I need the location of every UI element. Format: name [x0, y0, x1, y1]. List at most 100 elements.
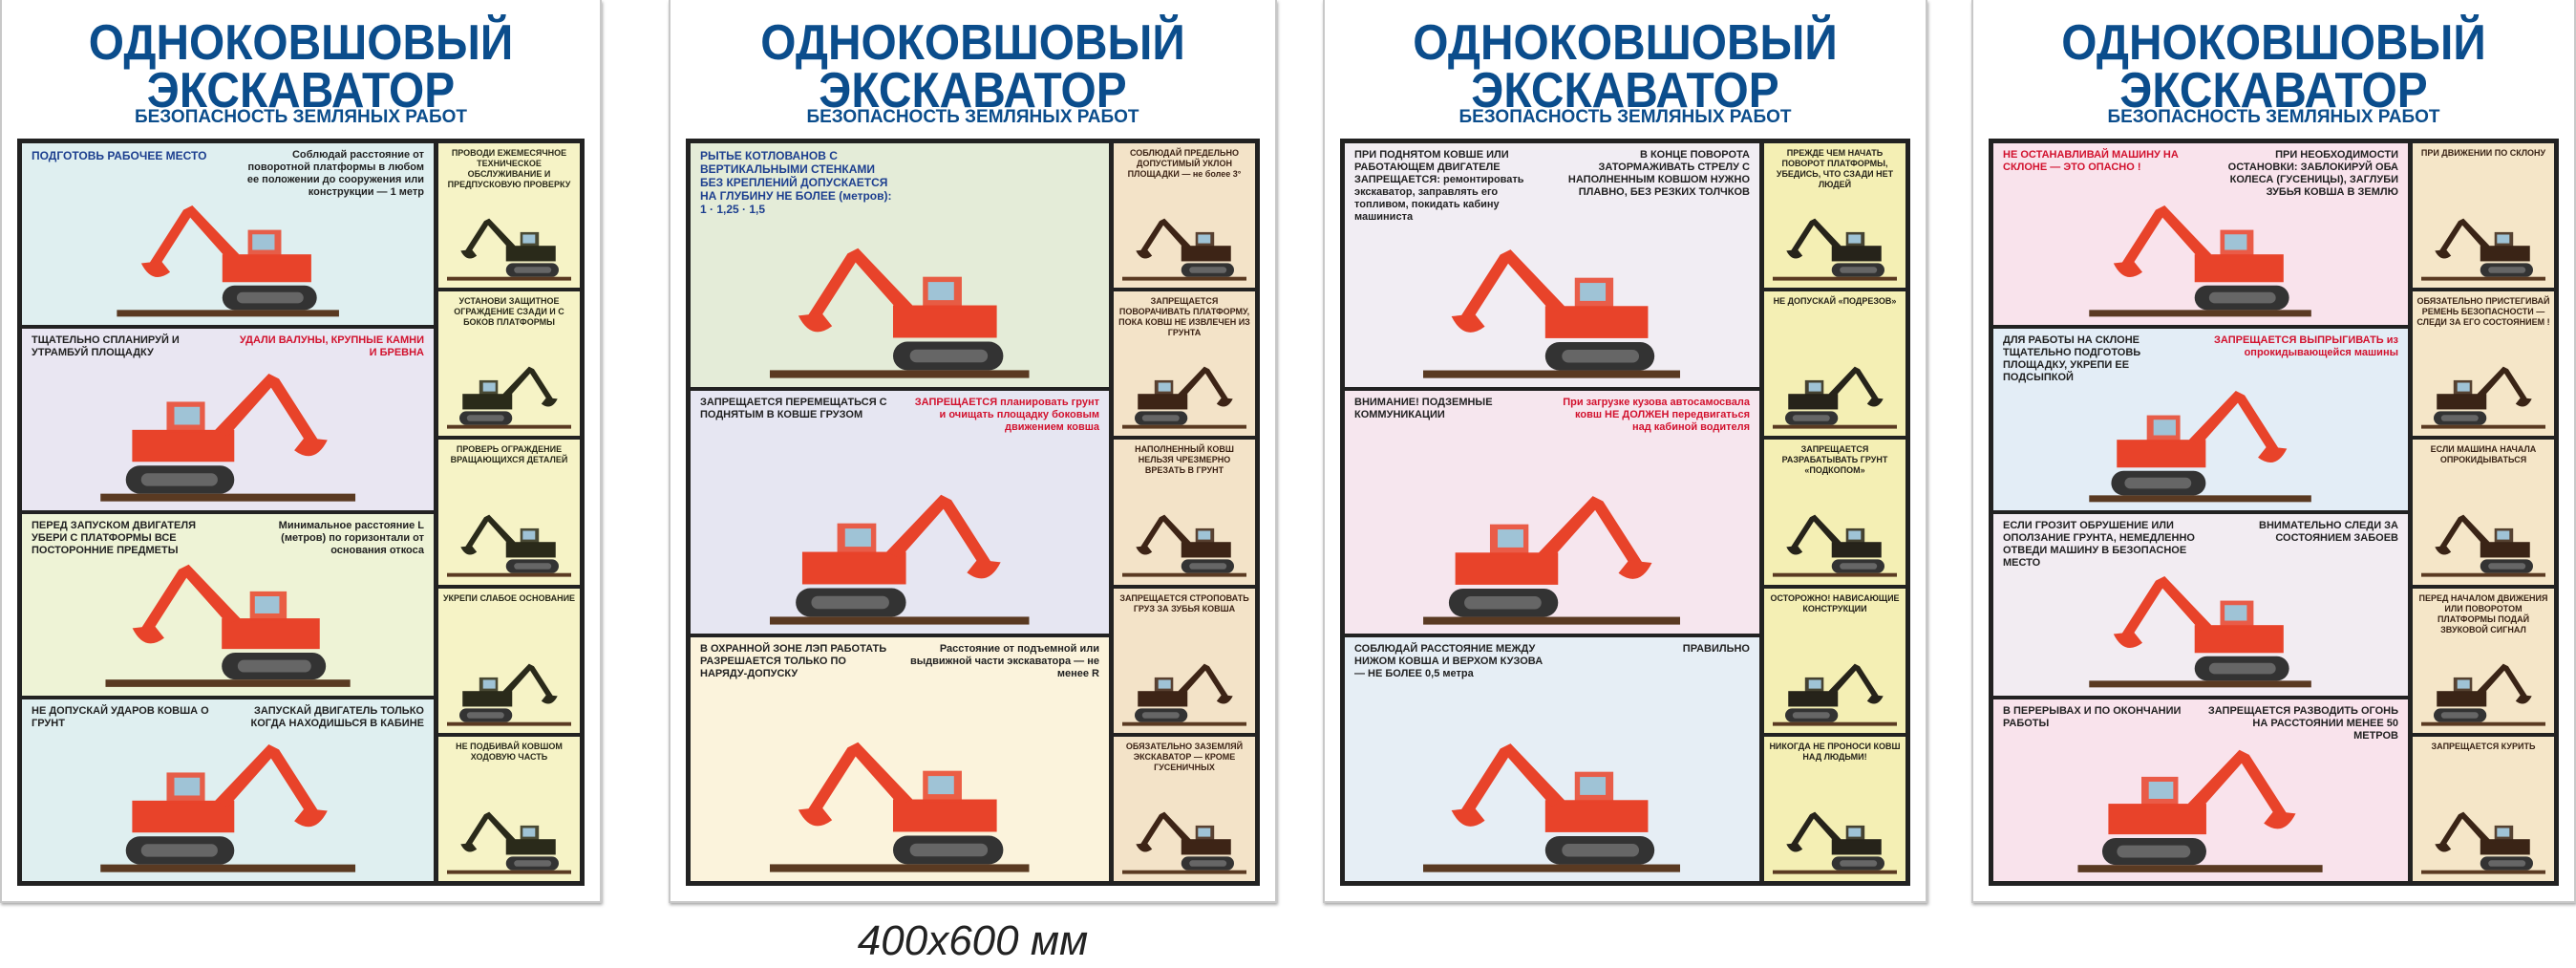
section-captions: ЕСЛИ ГРОЗИТ ОБРУШЕНИЕ ИЛИ ОПОЛЗАНИЕ ГРУН… [1993, 514, 2408, 570]
poster-subtitle: БЕЗОПАСНОСТЬ ЗЕМЛЯНЫХ РАБОТ [806, 107, 1139, 127]
rule-tile: ЕСЛИ МАШИНА НАЧАЛА ОПРОКИДЫВАТЬСЯ [2413, 440, 2554, 585]
section-heading: ПОДГОТОВЬ РАБОЧЕЕ МЕСТО [32, 149, 207, 162]
section-note: При загрузке кузова автосамосвала ковш Н… [1563, 396, 1750, 433]
rules-column: ПРОВОДИ ЕЖЕМЕСЯЧНОЕ ТЕХНИЧЕСКОЕ ОБСЛУЖИВ… [438, 143, 580, 882]
excavator-silhouette-icon [1122, 618, 1246, 728]
excavator-silhouette-icon [2421, 332, 2545, 431]
illustration-section: НЕ ОСТАНАВЛИВАЙ МАШИНУ НА СКЛОНЕ — ЭТО О… [1993, 143, 2408, 325]
rule-tile: УСТАНОВИ ЗАЩИТНОЕ ОГРАЖДЕНИЕ СЗАДИ И С Б… [438, 291, 580, 437]
excavator-illustration [100, 557, 355, 692]
section-captions: В ПЕРЕРЫВАХ И ПО ОКОНЧАНИИ РАБОТЫ ЗАПРЕЩ… [1993, 699, 2408, 742]
illustration-area [1993, 742, 2408, 881]
excavator-silhouette-icon [1122, 183, 1246, 283]
excavator-silhouette-icon [1773, 194, 1897, 283]
illustration-section: ЗАПРЕЩАЕТСЯ ПЕРЕМЕЩАТЬСЯ С ПОДНЯТЫМ В КО… [691, 390, 1109, 635]
rule-text: ОБЯЗАТЕЛЬНО ЗАЗЕМЛЯЙ ЭКСКАВАТОР — КРОМЕ … [1125, 741, 1244, 772]
rule-text: ОСТОРОЖНО! НАВИСАЮЩИЕ КОНСТРУКЦИИ [1770, 592, 1900, 613]
rule-tile: ПРИ ДВИЖЕНИИ ПО СКЛОНУ [2413, 143, 2554, 289]
rule-text: УСТАНОВИ ЗАЩИТНОЕ ОГРАЖДЕНИЕ СЗАДИ И С Б… [454, 296, 564, 328]
illustration-section: СОБЛЮДАЙ РАССТОЯНИЕ МЕЖДУ НИЖОМ КОВША И … [1345, 637, 1759, 882]
rule-tile: НЕ ДОПУСКАЙ «ПОДРЕЗОВ» [1764, 291, 1905, 437]
rule-tile: ЗАПРЕЩАЕТСЯ КУРИТЬ [2413, 736, 2554, 882]
excavator-silhouette-icon [447, 766, 571, 876]
title-line-2: ЭКСКАВАТОР [146, 63, 456, 118]
illustration-section: ДЛЯ РАБОТЫ НА СКЛОНЕ ТЩАТЕЛЬНО ПОДГОТОВЬ… [1993, 329, 2408, 510]
section-captions: ПЕРЕД ЗАПУСКОМ ДВИГАТЕЛЯ УБЕРИ С ПЛАТФОР… [22, 514, 434, 557]
rule-tile: УКРЕПИ СЛАБОЕ ОСНОВАНИЕ [438, 588, 580, 733]
section-note: ЗАПРЕЩАЕТСЯ ВЫПРЫГИВАТЬ из опрокидывающе… [2214, 334, 2398, 358]
excavator-silhouette-icon [2421, 756, 2545, 876]
section-captions: НЕ ОСТАНАВЛИВАЙ МАШИНУ НА СКЛОНЕ — ЭТО О… [1993, 143, 2408, 199]
illustration-area [691, 680, 1109, 881]
rule-tile: НИКОГДА НЕ ПРОНОСИ КОВШ НАД ЛЮДЬМИ! [1764, 736, 1905, 882]
illustration-area [22, 730, 434, 881]
section-captions: ДЛЯ РАБОТЫ НА СКЛОНЕ ТЩАТЕЛЬНО ПОДГОТОВЬ… [1993, 329, 2408, 384]
poster-panel: НЕ ОСТАНАВЛИВАЙ МАШИНУ НА СКЛОНЕ — ЭТО О… [1989, 139, 2559, 886]
section-note: Минимальное расстояние L (метров) по гор… [278, 520, 424, 556]
rule-tile: ЗАПРЕЩАЕТСЯ РАЗРАБАТЫВАТЬ ГРУНТ «ПОДКОПО… [1764, 440, 1905, 585]
section-captions: ПРИ ПОДНЯТОМ КОВШЕ ИЛИ РАБОТАЮЩЕМ ДВИГАТ… [1345, 143, 1759, 224]
poster-panel: ПОДГОТОВЬ РАБОЧЕЕ МЕСТО Соблюдай расстоя… [17, 139, 585, 886]
illustration-area [1993, 570, 2408, 696]
rule-tile: ОСТОРОЖНО! НАВИСАЮЩИЕ КОНСТРУКЦИИ [1764, 588, 1905, 733]
excavator-silhouette-icon [1773, 766, 1897, 876]
illustration-section: ПЕРЕД ЗАПУСКОМ ДВИГАТЕЛЯ УБЕРИ С ПЛАТФОР… [22, 514, 434, 696]
poster-panel: ПРИ ПОДНЯТОМ КОВШЕ ИЛИ РАБОТАЮЩЕМ ДВИГАТ… [1340, 139, 1910, 886]
rule-tile: ПРЕЖДЕ ЧЕМ НАЧАТЬ ПОВОРОТ ПЛАТФОРМЫ, УБЕ… [1764, 143, 1905, 289]
section-heading: В ПЕРЕРЫВАХ И ПО ОКОНЧАНИИ РАБОТЫ [2003, 705, 2182, 729]
rules-column: ПРИ ДВИЖЕНИИ ПО СКЛОНУ ОБЯЗАТЕЛЬНО ПРИСТ… [2413, 143, 2554, 882]
section-note: ЗАПРЕЩАЕТСЯ планировать грунт и очищать … [914, 396, 1099, 433]
section-captions: ПОДГОТОВЬ РАБОЧЕЕ МЕСТО Соблюдай расстоя… [22, 143, 434, 199]
excavator-illustration [770, 240, 1030, 383]
title-line-1: ОДНОКОВШОВЫЙ [1413, 15, 1838, 71]
excavator-silhouette-icon [2421, 162, 2545, 283]
illustration-section: ЕСЛИ ГРОЗИТ ОБРУШЕНИЕ ИЛИ ОПОЛЗАНИЕ ГРУН… [1993, 514, 2408, 696]
section-heading: РЫТЬЕ КОТЛОВАНОВ С ВЕРТИКАЛЬНЫМИ СТЕНКАМ… [700, 149, 892, 216]
rule-text: ЗАПРЕЩАЕТСЯ КУРИТЬ [2431, 741, 2536, 751]
illustration-section: ВНИМАНИЕ! ПОДЗЕМНЫЕ КОММУНИКАЦИИ При заг… [1345, 390, 1759, 635]
title-line-1: ОДНОКОВШОВЫЙ [88, 15, 514, 71]
rule-tile: ПРОВОДИ ЕЖЕМЕСЯЧНОЕ ТЕХНИЧЕСКОЕ ОБСЛУЖИВ… [438, 143, 580, 289]
poster-subtitle: БЕЗОПАСНОСТЬ ЗЕМЛЯНЫХ РАБОТ [1458, 107, 1792, 127]
excavator-illustration [770, 486, 1030, 630]
title-line-2: ЭКСКАВАТОР [2119, 63, 2428, 118]
excavator-silhouette-icon [1773, 618, 1897, 728]
illustration-section: В ПЕРЕРЫВАХ И ПО ОКОНЧАНИИ РАБОТЫ ЗАПРЕЩ… [1993, 699, 2408, 881]
rule-text: ЗАПРЕЩАЕТСЯ СТРОПОВАТЬ ГРУЗ ЗА ЗУБЬЯ КОВ… [1119, 592, 1249, 613]
main-illustrations: ПОДГОТОВЬ РАБОЧЕЕ МЕСТО Соблюдай расстоя… [22, 143, 434, 881]
rule-text: ЕСЛИ МАШИНА НАЧАЛА ОПРОКИДЫВАТЬСЯ [2430, 444, 2537, 465]
rule-tile: НАПОЛНЕННЫЙ КОВШ НЕЛЬЗЯ ЧРЕЗМЕРНО ВРЕЗАТ… [1114, 440, 1255, 585]
illustration-area [22, 359, 434, 510]
illustration-area [691, 216, 1109, 387]
title-line-2: ЭКСКАВАТОР [1471, 63, 1779, 118]
excavator-illustration [2072, 384, 2329, 506]
rule-text: НЕ ДОПУСКАЙ «ПОДРЕЗОВ» [1773, 296, 1897, 307]
title-line-2: ЭКСКАВАТОР [819, 63, 1127, 118]
section-note: ПРАВИЛЬНО [1682, 643, 1750, 656]
section-note: УДАЛИ ВАЛУНЫ, КРУПНЫЕ КАМНИ И БРЕВНА [239, 334, 424, 358]
section-captions: НЕ ДОПУСКАЙ УДАРОВ КОВША О ГРУНТ ЗАПУСКА… [22, 699, 434, 730]
section-heading: НЕ ДОПУСКАЙ УДАРОВ КОВША О ГРУНТ [32, 705, 209, 729]
illustration-area [1993, 199, 2408, 325]
illustration-section: ПРИ ПОДНЯТОМ КОВШЕ ИЛИ РАБОТАЮЩЕМ ДВИГАТ… [1345, 143, 1759, 387]
rule-text: ПРИ ДВИЖЕНИИ ПО СКЛОНУ [2420, 148, 2546, 158]
illustration-area [1345, 434, 1759, 635]
rules-column: СОБЛЮДАЙ ПРЕДЕЛЬНО ДОПУСТИМЫЙ УКЛОН ПЛОЩ… [1114, 143, 1255, 882]
rule-tile: ПЕРЕД НАЧАЛОМ ДВИЖЕНИЯ ИЛИ ПОВОРОТОМ ПЛА… [2413, 588, 2554, 733]
section-captions: ЗАПРЕЩАЕТСЯ ПЕРЕМЕЩАТЬСЯ С ПОДНЯТЫМ В КО… [691, 391, 1109, 434]
illustration-section: НЕ ДОПУСКАЙ УДАРОВ КОВША О ГРУНТ ЗАПУСКА… [22, 699, 434, 881]
rule-tile: СОБЛЮДАЙ ПРЕДЕЛЬНО ДОПУСТИМЫЙ УКЛОН ПЛОЩ… [1114, 143, 1255, 289]
section-heading: ЗАПРЕЩАЕТСЯ ПЕРЕМЕЩАТЬСЯ С ПОДНЯТЫМ В КО… [700, 396, 887, 420]
section-note: ЗАПРЕЩАЕТСЯ РАЗВОДИТЬ ОГОНЬ НА РАССТОЯНИ… [2207, 705, 2398, 742]
illustration-section: РЫТЬЕ КОТЛОВАНОВ С ВЕРТИКАЛЬНЫМИ СТЕНКАМ… [691, 143, 1109, 387]
rule-text: ОБЯЗАТЕЛЬНО ПРИСТЕГИВАЙ РЕМЕНЬ БЕЗОПАСНО… [2416, 296, 2550, 328]
excavator-silhouette-icon [447, 469, 571, 579]
excavator-silhouette-icon [1773, 311, 1897, 431]
excavator-illustration [2072, 742, 2329, 877]
rule-text: ЗАПРЕЩАЕТСЯ ПОВОРАЧИВАТЬ ПЛАТФОРМУ, ПОКА… [1118, 296, 1250, 338]
